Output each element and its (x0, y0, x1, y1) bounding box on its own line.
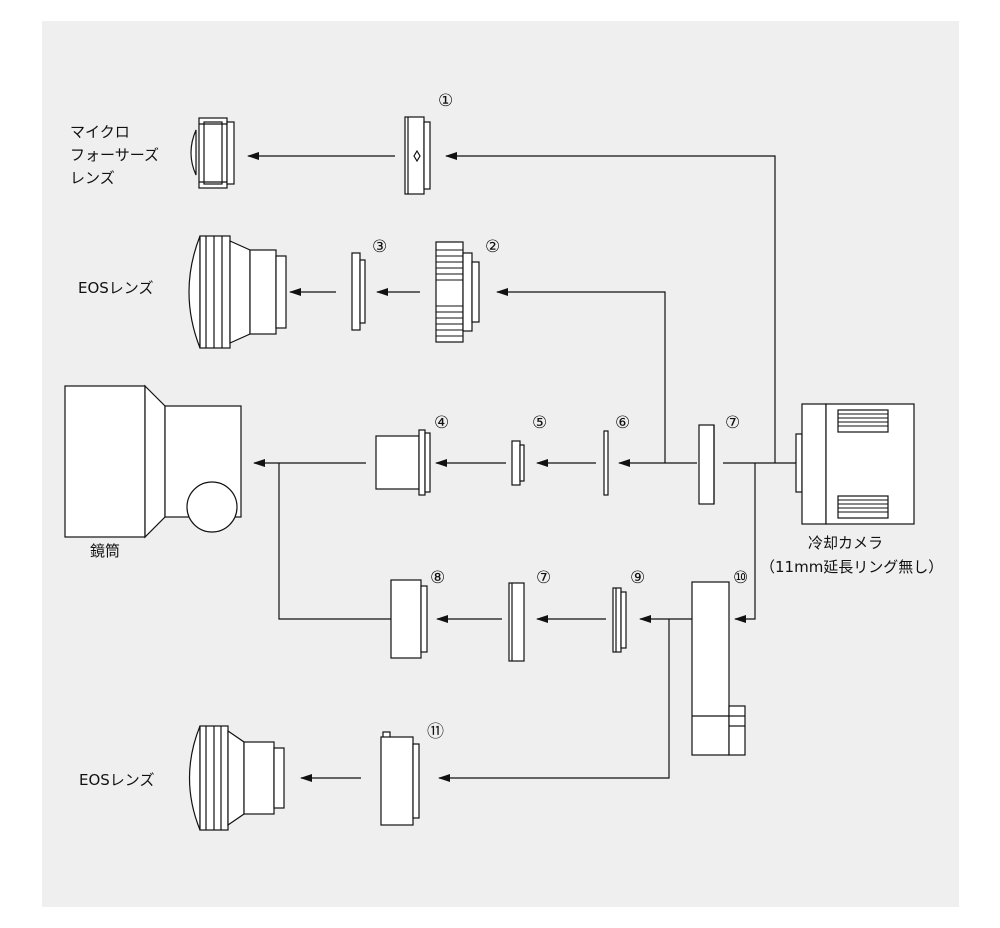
label-micro-line1: マイクロ (70, 123, 130, 141)
adapter-3 (351, 252, 366, 331)
line-adapter-8-to-tube (278, 463, 391, 620)
adapter-6 (603, 430, 609, 496)
connection-lines (247, 152, 797, 782)
part-number-5: ⑤ (532, 413, 547, 433)
part-numbers: ① ② ③ ④ ⑤ ⑥ ⑦ ⑧ ⑦ ⑨ ⑩ ⑪ (372, 91, 748, 742)
part-number-1: ① (438, 91, 453, 111)
telescope-tube (64, 384, 242, 539)
label-camera-line2: （11mm延長リング無し） (760, 558, 943, 576)
label-tube: 鏡筒 (90, 542, 120, 560)
adapter-7-lower (508, 582, 525, 662)
adapter-8 (390, 579, 428, 659)
part-number-8: ⑧ (430, 568, 445, 588)
part-number-11: ⑪ (427, 722, 444, 742)
adapter-11 (380, 731, 420, 826)
part-number-2: ② (485, 237, 500, 257)
adapter-10 (691, 581, 746, 756)
label-micro-line3: レンズ (70, 169, 115, 187)
adapter-1 (404, 116, 431, 195)
line-camera-to-adapter-10 (734, 463, 756, 623)
line-to-adapter-11 (438, 619, 670, 782)
part-number-10: ⑩ (733, 568, 748, 588)
part-number-6: ⑥ (615, 413, 630, 433)
label-camera-line1: 冷却カメラ (808, 534, 883, 552)
adapter-9 (612, 587, 627, 653)
label-eos-top: EOSレンズ (78, 279, 154, 297)
cooled-camera (795, 403, 915, 525)
label-micro-line2: フォーサーズ (70, 146, 159, 164)
line-camera-to-adapter-1 (445, 152, 776, 463)
part-number-3: ③ (372, 237, 387, 257)
part-number-7-upper: ⑦ (725, 413, 740, 433)
component-labels: マイクロ フォーサーズ レンズ EOSレンズ 鏡筒 冷却カメラ （11mm延長リ… (70, 123, 943, 789)
line-to-adapter-2 (496, 288, 666, 463)
eos-lens-top (188, 235, 287, 349)
part-number-9: ⑨ (630, 568, 645, 588)
adapter-5 (511, 440, 525, 486)
eos-lens-bottom (188, 725, 285, 831)
adapter-4 (375, 429, 431, 496)
part-number-4: ④ (434, 413, 449, 433)
label-eos-bottom: EOSレンズ (79, 771, 155, 789)
adapter-2 (435, 241, 480, 343)
part-number-7-lower: ⑦ (536, 568, 551, 588)
micro-four-thirds-lens (190, 117, 235, 189)
adapter-7-upper (698, 424, 715, 505)
